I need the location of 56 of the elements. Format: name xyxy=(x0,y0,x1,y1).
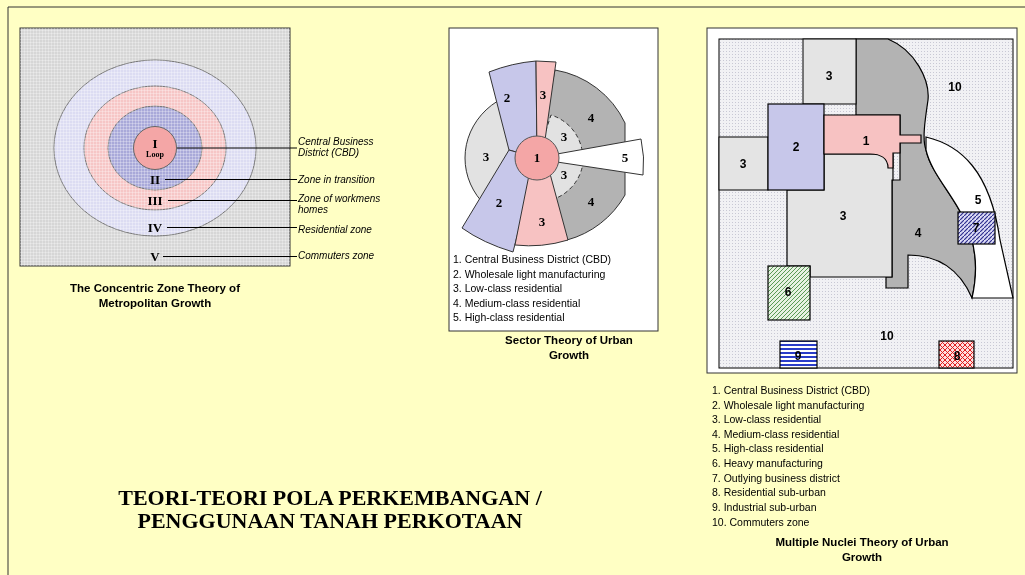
key-entry: 3. Low-class residential xyxy=(453,282,563,295)
zone-numeral: III xyxy=(142,193,168,208)
leader-line xyxy=(176,147,298,149)
key-entry: 7. Outlying business district xyxy=(712,472,840,485)
zone-number: 2 xyxy=(791,140,801,154)
key-entry: 6. Heavy manufacturing xyxy=(712,457,823,470)
key-entry: 1. Central Business District (CBD) xyxy=(712,384,871,397)
key-entry: 4. Medium-class residential xyxy=(453,297,581,310)
key-entry: 2. Wholesale light manufacturing xyxy=(453,268,606,281)
key-entry: 3. Low-class residential xyxy=(712,413,822,426)
key-entry: 8. Residential sub-urban xyxy=(712,486,826,499)
sector-number: 4 xyxy=(586,111,596,125)
sector-number: 2 xyxy=(494,196,504,210)
zone-description: Central Business District (CBD) xyxy=(298,136,398,158)
zone-number: 3 xyxy=(738,157,748,171)
key-entry: 10. Commuters zone xyxy=(712,516,810,529)
zone-number: 7 xyxy=(971,221,981,235)
panel-caption: Sector Theory of Urban Growth xyxy=(504,333,634,363)
leader-line xyxy=(164,179,298,180)
zone-description: Zone in transition xyxy=(298,174,408,185)
leader-line xyxy=(166,227,298,228)
leader-line xyxy=(167,200,298,201)
sector-number: 5 xyxy=(620,151,630,165)
sector-number: 3 xyxy=(481,150,491,164)
key-entry: 5. High-class residential xyxy=(453,311,565,324)
key-entry: 9. Industrial sub-urban xyxy=(712,501,817,514)
zone-number: 1 xyxy=(861,134,871,148)
zone-numeral: II xyxy=(145,172,165,187)
sector-number: 3 xyxy=(559,130,569,144)
sector-number: 4 xyxy=(586,195,596,209)
sector-number: 3 xyxy=(537,215,547,229)
sector-number: 3 xyxy=(538,88,548,102)
key-entry: 2. Wholesale light manufacturing xyxy=(712,399,865,412)
panel-caption: Multiple Nuclei Theory of Urban Growth xyxy=(774,535,950,565)
leader-line xyxy=(162,256,298,257)
zone-number: 10 xyxy=(879,329,895,343)
zone-numeral: I xyxy=(152,136,158,150)
page-title: TEORI-TEORI POLA PERKEMBANGAN / PENGGUNAAN TANAH PERKOTAAN xyxy=(117,486,543,532)
key-entry: 5. High-class residential xyxy=(712,442,824,455)
zone-number: 5 xyxy=(973,193,983,207)
panel-caption: The Concentric Zone Theory of Metropolitan Growth xyxy=(69,281,241,311)
sector-number: 3 xyxy=(559,168,569,182)
sector-number: 1 xyxy=(532,151,542,165)
key-entry: 1. Central Business District (CBD) xyxy=(453,253,612,266)
zone-number: 10 xyxy=(947,80,963,94)
sector-number: 2 xyxy=(502,91,512,105)
zone-numeral: V xyxy=(147,249,163,264)
zone-description: Commuters zone xyxy=(298,250,408,261)
zone-number: 3 xyxy=(838,209,848,223)
zone-number: 4 xyxy=(913,226,923,240)
key-entry: 4. Medium-class residential xyxy=(712,428,840,441)
zone-description: Zone of workmens homes xyxy=(298,193,398,215)
zone-number: 3 xyxy=(824,69,834,83)
zone-name: Loop xyxy=(146,149,164,160)
zone-numeral: IV xyxy=(143,220,167,235)
zone-description: Residential zone xyxy=(298,224,408,235)
